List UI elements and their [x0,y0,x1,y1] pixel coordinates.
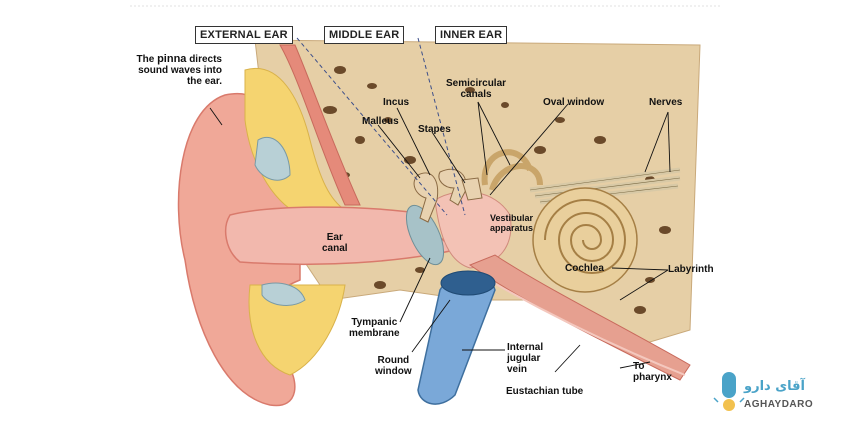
pinna-caption-text: directs sound waves into the ear. [138,54,222,87]
label-eustachian-tube: Eustachian tube [506,386,584,397]
label-ear-canal: Ear canal [322,232,348,254]
brand-logo-icon [713,372,745,411]
region-inner-ear: INNER EAR [435,26,508,44]
label-internal-jugular-vein: Internal jugular vein [507,342,544,375]
label-cochlea: Cochlea [565,263,604,274]
skin-stripe [279,44,361,206]
ear-canal-shape [224,206,457,266]
label-round-window: Round window [375,355,412,377]
leader-lines [209,101,671,373]
pinna-caption: The pinna directs sound waves into the e… [126,53,222,88]
brand-logo-latin: AGHAYDARO [744,399,814,410]
cochlea-shape [532,187,638,293]
label-labyrinth: Labyrinth [668,264,714,275]
label-oval-window: Oval window [543,97,605,108]
label-tympanic-membrane: Tympanic membrane [349,317,400,339]
label-semicircular-canals: Semicircular canals [446,78,507,100]
malleus-shape [413,172,439,223]
semicircular-canals-shape [481,149,543,192]
brand-logo-persian: آقای دارو [744,379,805,394]
label-to-pharynx: To pharynx [633,361,672,383]
fat-tissue-lower [248,284,346,376]
region-middle-ear: MIDDLE EAR [324,26,405,44]
tympanic-membrane-shape [405,204,445,266]
incus-shape [438,168,467,206]
region-external-ear: EXTERNAL EAR [195,26,293,44]
label-stapes: Stapes [418,124,451,135]
pinna-caption-prefix: The [136,54,158,65]
label-vestibular-apparatus: Vestibular apparatus [490,213,534,233]
cartilage-lower [261,282,306,306]
pinna-caption-term: pinna [157,53,187,65]
label-nerves: Nerves [649,97,683,108]
label-malleus: Malleus [362,116,399,127]
region-dividers [296,37,466,216]
label-incus: Incus [383,97,410,108]
stapes-shape [461,177,483,201]
cartilage-upper [254,137,291,181]
